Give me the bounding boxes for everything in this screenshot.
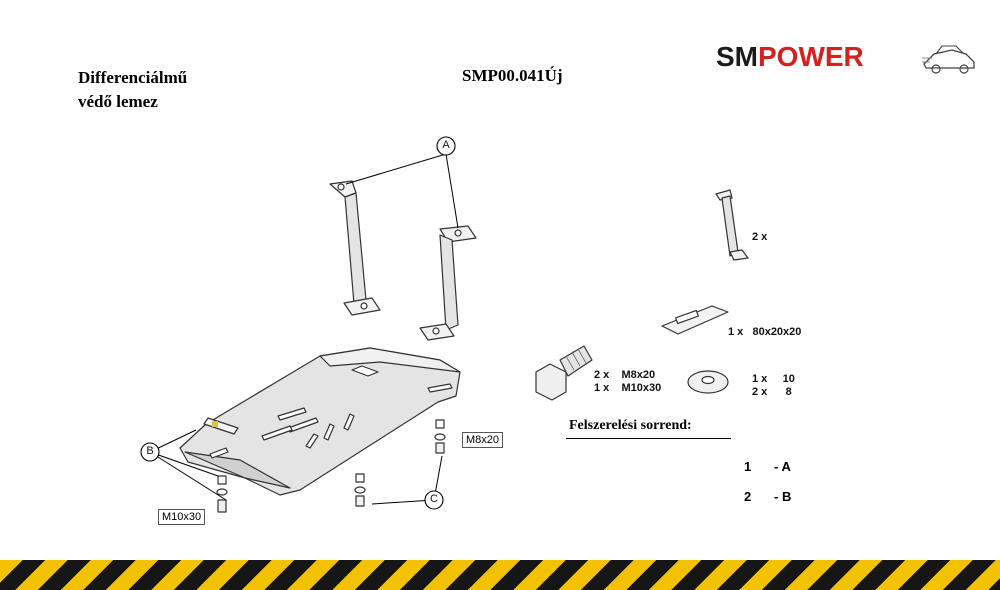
order-step-1-code: - A [774,459,791,474]
order-step-2-code: - B [774,489,792,504]
bolt-spec-1: 2 x M8x20 [594,369,656,381]
car-outline-icon [922,45,975,74]
title: Differenciálmű védő lemez [78,66,187,114]
callout-c: C [430,493,438,505]
bracket-small [715,189,749,261]
bolt-part [535,345,593,401]
box-m8x20: M8x20 [462,432,504,448]
bolt-spec-2: 1 x M10x30 [594,382,662,394]
part-code: SMP00.041Új [462,66,563,85]
title-line-2: védő lemez [78,92,158,111]
callout-b: B [146,445,154,457]
assembly-drawing [140,136,749,513]
callout-a: A [442,139,450,151]
smpower-logo: SMPOWER [716,40,978,80]
order-step-1-num: 1 [744,459,752,474]
bracket-a2 [419,225,477,341]
order-step-2-num: 2 [744,489,752,504]
logo-power: POWER [758,41,864,72]
washer-spec-2: 2 x 8 [752,386,792,398]
spacer-plate [661,305,729,335]
order-title: Felszerelési sorrend: [569,418,692,433]
bracket-a1 [329,180,381,316]
logo-sm: SM [716,41,758,72]
bracket-qty: 2 x [752,231,768,243]
order-underline [566,438,731,439]
mounting-bolts [216,419,446,513]
plate-spec: 1 x 80x20x20 [728,326,802,338]
washer-part [687,370,729,394]
title-line-1: Differenciálmű [78,68,188,87]
washer-spec-1: 1 x 10 [752,373,795,385]
skid-plate [179,347,461,496]
box-m10x30: M10x30 [158,509,206,525]
hazard-stripe-footer [0,560,1000,590]
